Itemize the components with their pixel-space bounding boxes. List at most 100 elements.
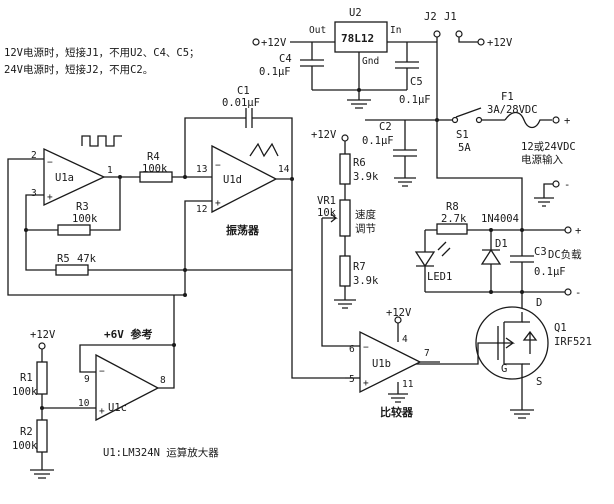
wire-gate (400, 342, 498, 365)
u1c-body (95, 353, 160, 422)
r6-ref: R6 (353, 157, 366, 169)
j2-label: J2 (424, 11, 437, 23)
load-minus-terminal (564, 288, 572, 296)
r6-body (339, 153, 351, 185)
load-section: + R8 2.7k 1N4004 LED1 D1 C3 0.1μF DC负载 - (414, 201, 582, 299)
r7-ground (334, 286, 356, 309)
u1b-label: 比较器 (380, 405, 414, 419)
u1c-pin-9: 9 (84, 374, 90, 385)
u1b-plus12-terminal (394, 316, 402, 324)
u1b-section: U1b − + 6 5 7 4 11 +12V 比较器 (345, 307, 440, 419)
r5-body (55, 264, 89, 276)
s1-value: 5A (458, 142, 471, 154)
u1b-pin-6: 6 (349, 344, 355, 355)
u2-plus12-label: +12V (261, 37, 287, 49)
led1-symbol (414, 230, 436, 292)
square-wave-icon (81, 135, 122, 147)
u1b-pin-4: 4 (402, 334, 408, 345)
u1c-ref: U1c (108, 402, 127, 414)
svg-text:−: − (99, 366, 105, 377)
input-minus-terminal (552, 180, 560, 188)
u1d-pin-14: 14 (278, 164, 290, 175)
u2-ref: U2 (349, 7, 362, 19)
u1c-pin-10: 10 (78, 398, 90, 409)
u2-ground (312, 52, 407, 109)
vr1-label-1: 速度 (355, 208, 376, 221)
j2-terminal[interactable] (433, 30, 441, 38)
wire-bus-down (436, 120, 523, 230)
r5-ref: R5 (57, 253, 70, 265)
r8-body (436, 223, 468, 235)
c1-value: 0.01μF (222, 97, 260, 109)
r4-value: 100k (142, 163, 168, 175)
triangle-wave-icon (249, 142, 279, 158)
wire-to-u1b-plus (291, 179, 345, 379)
load-minus-label: - (575, 287, 581, 299)
u1b-ref: U1b (372, 358, 391, 370)
j1-plus12-terminal (477, 38, 485, 46)
c2-symbol (393, 120, 417, 187)
r2-ground (30, 452, 54, 479)
u1a-section: U1a − + 2 3 1 R3 100k R5 47k (7, 135, 292, 296)
u1b-body (359, 330, 422, 394)
led1-rays (437, 241, 451, 257)
r3-body (57, 224, 91, 236)
u1a-ref: U1a (55, 172, 74, 184)
c5-symbol (395, 42, 419, 90)
regulator-section: U2 78L12 Out In Gnd +12V C4 0.1μF C5 0.1… (252, 7, 437, 109)
c2-ref: C2 (379, 121, 392, 133)
vr1-body[interactable] (339, 199, 351, 237)
footer-u1: U1:LM324N 运算放大器 (103, 446, 219, 459)
q1-diode-links (522, 321, 530, 365)
u1a-pin-2: 2 (31, 150, 37, 161)
wire-vr1-to-u1b (321, 218, 360, 347)
j1-terminal[interactable] (455, 30, 463, 38)
c4-ref: C4 (279, 53, 292, 65)
c3-symbol (510, 230, 534, 292)
c3-ref: C3 (534, 246, 547, 258)
u1b-pin-11: 11 (402, 379, 414, 390)
svg-text:+: + (47, 192, 53, 203)
jumper-section: J2 J1 +12V (424, 11, 513, 120)
input-label-1: 12或24VDC (521, 141, 576, 153)
q1-ref: Q1 (554, 322, 567, 334)
u1b-ground (388, 382, 408, 403)
r2-body (36, 419, 48, 453)
d1-symbol (480, 230, 502, 292)
wire-r5-left (25, 230, 56, 271)
note-12v: 12V电源时，短接J1，不用U2、C4、C5； (4, 46, 200, 59)
q1-s-label: S (536, 376, 542, 388)
r1-body (36, 361, 48, 395)
led1-label: LED1 (427, 271, 452, 283)
c4-value: 0.1μF (259, 66, 291, 78)
u1c-pin-8: 8 (160, 375, 166, 386)
wire-u1c-feedback (79, 344, 175, 389)
q1-part: IRF521 (554, 336, 592, 348)
u1b-pin-5: 5 (349, 374, 355, 385)
wire-j1 (458, 37, 478, 43)
c2-value: 0.1μF (362, 135, 394, 147)
r3-value: 100k (72, 213, 98, 225)
s1-symbol[interactable] (455, 107, 482, 118)
u2-part: 78L12 (341, 32, 374, 45)
r1-ref: R1 (20, 372, 33, 384)
vr1-label-2: 调节 (355, 223, 376, 235)
f1-ref: F1 (501, 91, 514, 103)
r2-ref: R2 (20, 426, 33, 438)
load-label: DC负载 (548, 248, 582, 261)
u2-plus12-terminal (252, 38, 260, 46)
u1d-ref: U1d (223, 174, 242, 186)
d1-part: 1N4004 (481, 213, 519, 225)
input-minus-label: - (564, 179, 570, 191)
u2-gnd-pin: Gnd (362, 56, 379, 67)
u2-out-pin: Out (309, 25, 326, 36)
r6-plus12-label: +12V (311, 129, 337, 141)
f1-symbol (482, 111, 552, 129)
wire-r3-feedback (90, 177, 121, 231)
vr1-wiper[interactable] (322, 213, 338, 223)
r1-value: 100k (12, 386, 38, 398)
vr1-ref: VR1 (317, 195, 336, 207)
note-24v: 24V电源时，短接J2，不用C2。 (4, 63, 153, 76)
u1a-body (43, 147, 106, 207)
